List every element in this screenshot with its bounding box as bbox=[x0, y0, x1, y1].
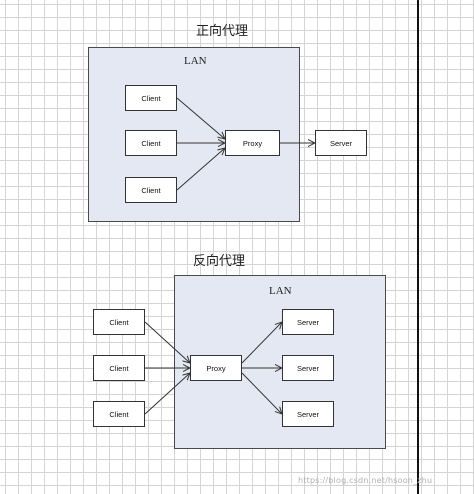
forward-lan-label: LAN bbox=[184, 55, 207, 67]
divider-line bbox=[417, 0, 419, 494]
forward-client-2: Client bbox=[125, 130, 177, 156]
forward-client-1: Client bbox=[125, 85, 177, 111]
forward-proxy-node: Proxy bbox=[225, 130, 280, 156]
reverse-client-3: Client bbox=[93, 401, 145, 427]
forward-server-node: Server bbox=[315, 130, 367, 156]
reverse-proxy-node: Proxy bbox=[190, 355, 242, 381]
reverse-server-2: Server bbox=[282, 355, 334, 381]
reverse-server-3: Server bbox=[282, 401, 334, 427]
forward-client-3: Client bbox=[125, 177, 177, 203]
reverse-lan-label: LAN bbox=[269, 285, 292, 297]
reverse-client-1: Client bbox=[93, 309, 145, 335]
forward-proxy-title: 正向代理 bbox=[196, 24, 249, 39]
watermark-text: https://blog.csdn.net/hsoon_zhu bbox=[298, 476, 433, 485]
reverse-server-1: Server bbox=[282, 309, 334, 335]
reverse-client-2: Client bbox=[93, 355, 145, 381]
reverse-proxy-title: 反向代理 bbox=[193, 254, 246, 269]
